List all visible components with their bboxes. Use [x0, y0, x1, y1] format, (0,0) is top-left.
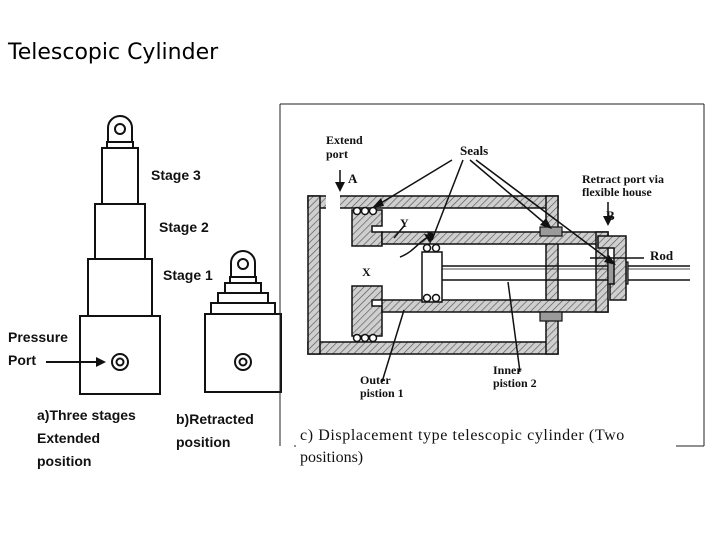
label-extend-port-line1: Extend: [326, 133, 363, 147]
caption-b-line1: b)Retracted: [176, 411, 254, 427]
leader-lines: [339, 159, 644, 383]
cylinder-extended: [46, 115, 161, 395]
outer-piston: [351, 206, 609, 343]
caption-c-line1: c) Displacement type telescopic cylinder…: [300, 427, 625, 444]
label-extend-port: Extend port: [326, 133, 363, 161]
caption-c: c) Displacement type telescopic cylinder…: [300, 425, 631, 469]
label-y: Y: [400, 216, 409, 230]
stage-1-tube: [87, 258, 153, 317]
label-pressure-port-line2: Port: [8, 352, 36, 368]
label-outer-piston-line1: Outer: [360, 373, 391, 387]
inner-piston: [421, 243, 443, 303]
caption-b: b)Retracted position: [176, 408, 254, 454]
caption-a: a)Three stages Extended position: [37, 404, 136, 473]
label-inner-piston-line2: pistion 2: [493, 376, 537, 390]
label-port-a: A: [348, 171, 358, 186]
label-stage-2: Stage 2: [159, 219, 209, 235]
cylinder-retracted: [204, 250, 282, 393]
label-retract-port: Retract port via flexible house: [582, 173, 664, 199]
stage-3-tube: [101, 147, 139, 205]
stage-2-tube: [94, 203, 146, 260]
label-pressure-port-line1: Pressure: [8, 329, 68, 345]
caption-a-line2: Extended: [37, 430, 101, 446]
label-retract-port-line2: flexible house: [582, 185, 652, 199]
label-extend-port-line2: port: [326, 147, 348, 161]
label-outer-piston-line2: pistion 1: [360, 386, 404, 400]
label-inner-piston-line1: Inner: [493, 363, 522, 377]
label-rod: Rod: [650, 248, 674, 263]
pressure-port-arrow: [46, 357, 106, 367]
pressure-port-icon: [111, 353, 129, 371]
caption-b-line2: position: [176, 434, 231, 450]
label-seals: Seals: [460, 143, 489, 158]
caption-a-line1: a)Three stages: [37, 407, 136, 423]
label-retract-port-line1: Retract port via: [582, 172, 664, 186]
label-stage-1: Stage 1: [163, 267, 213, 283]
caption-c-line2: positions): [300, 449, 364, 466]
piston-rod: [442, 265, 690, 281]
mount-eye-retracted: [229, 250, 257, 284]
mount-eye-extended: [106, 115, 134, 149]
label-pressure-port: Pressure Port: [8, 326, 68, 372]
caption-a-line3: position: [37, 453, 92, 469]
retracted-port-icon: [234, 353, 252, 371]
figure-c-frame: [279, 103, 705, 447]
label-port-b: B: [606, 208, 615, 223]
slide-title: Telescopic Cylinder: [8, 40, 219, 65]
label-x: X: [362, 265, 371, 279]
label-stage-3: Stage 3: [151, 167, 201, 183]
label-inner-piston: Inner pistion 2: [493, 364, 537, 390]
label-outer-piston: Outer pistion 1: [360, 374, 404, 400]
arrow-heads: [335, 182, 616, 265]
